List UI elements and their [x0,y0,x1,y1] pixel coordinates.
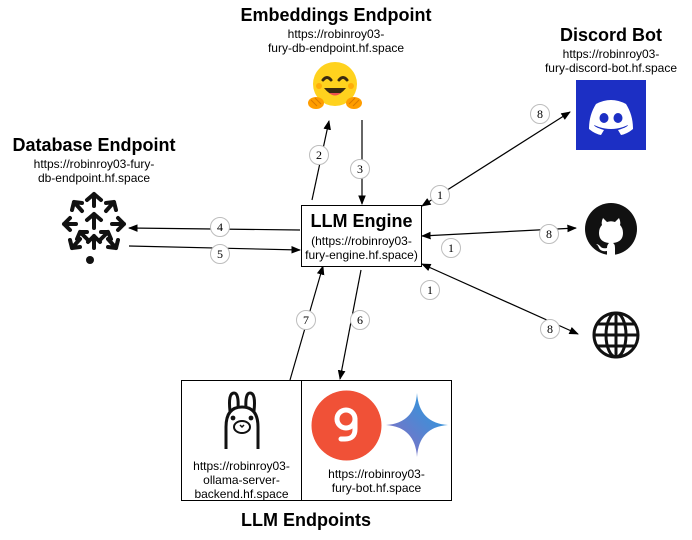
ollama-endpoint-box: https://robinroy03- ollama-server- backe… [181,380,302,501]
embeddings-endpoint-title: Embeddings Endpoint [240,5,432,25]
step-badge: 7 [296,310,316,330]
ollama-url-line: ollama-server- [203,473,280,487]
discord-url-line: fury-discord-bot.hf.space [544,61,678,75]
database-url-line: db-endpoint.hf.space [37,171,151,185]
discord-bot-title: Discord Bot [559,25,662,45]
ollama-endpoint-url: https://robinroy03- ollama-server- backe… [182,459,301,501]
gemini-sparkle-icon [386,393,448,457]
step-badge: 5 [210,244,230,264]
network-arrows-icon [62,192,126,264]
embeddings-url-line: fury-db-endpoint.hf.space [267,41,405,55]
step-badge: 6 [350,310,370,330]
globe-icon [592,311,640,359]
embeddings-endpoint-url: https://robinroy03- fury-db-endpoint.hf.… [236,27,436,55]
step-badge: 8 [530,104,550,124]
database-endpoint-url: https://robinroy03-fury- db-endpoint.hf.… [4,157,184,185]
llm-engine-title: LLM Engine [310,211,413,231]
step-badge: 1 [430,185,450,205]
discord-bot-url: https://robinroy03- fury-discord-bot.hf.… [531,47,691,75]
furybot-url-line: fury-bot.hf.space [331,481,422,495]
ollama-url-line: backend.hf.space [194,487,289,501]
furybot-endpoint-box: https://robinroy03- fury-bot.hf.space [301,380,452,501]
llm-engine-url-line: fury-engine.hf.space) [305,248,418,262]
groq-logo-icon [311,390,382,461]
ollama-url-line: https://robinroy03- [193,459,290,473]
discord-url-line: https://robinroy03- [562,47,660,61]
ollama-llama-icon [224,391,260,449]
github-logo-icon [585,203,637,256]
llm-endpoints-title: LLM Endpoints [241,510,371,530]
step-badge: 2 [309,145,329,165]
step-badge: 8 [539,224,559,244]
furybot-endpoint-url: https://robinroy03- fury-bot.hf.space [302,467,451,495]
step-badge: 8 [540,319,560,339]
furybot-url-line: https://robinroy03- [328,467,425,481]
embeddings-url-line: https://robinroy03- [287,27,385,41]
step-badge: 1 [441,238,461,258]
llm-engine-box: LLM Engine (https://robinroy03- fury-eng… [301,205,422,267]
step-badge: 1 [420,280,440,300]
step-badge: 4 [210,217,230,237]
llm-engine-url-line: (https://robinroy03- [311,234,412,248]
database-endpoint-title: Database Endpoint [12,135,176,155]
database-url-line: https://robinroy03-fury- [33,157,155,171]
step-badge: 3 [350,159,370,179]
discord-logo-icon [576,80,646,150]
hugging-face-icon [308,62,362,109]
